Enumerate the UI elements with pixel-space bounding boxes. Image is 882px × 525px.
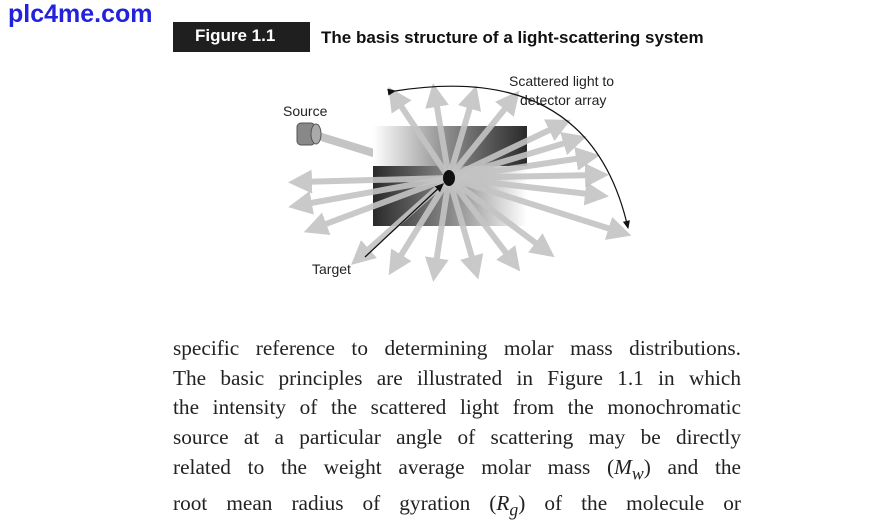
text: related to the weight average molar mass… bbox=[173, 454, 615, 479]
watermark: plc4me.com bbox=[8, 0, 153, 28]
source-beam bbox=[313, 131, 382, 159]
text: root mean radius of gyration ( bbox=[173, 490, 497, 515]
body-line: specific reference to determining molar … bbox=[173, 336, 741, 360]
scattered-rays bbox=[288, 83, 632, 282]
light-scattering-diagram: Source Scattered light to detector array… bbox=[283, 73, 632, 282]
scattered-label-2: detector array bbox=[520, 92, 606, 108]
symbol: R bbox=[496, 490, 510, 515]
body-line: The basic principles are illustrated in … bbox=[173, 365, 741, 390]
figure-label: Figure 1.1 bbox=[173, 22, 310, 52]
subscript: w bbox=[631, 463, 644, 484]
body-line: root mean radius of gyration (Rg) of the… bbox=[173, 489, 741, 525]
symbol: M bbox=[614, 454, 632, 479]
body-text: specific reference to determining molar … bbox=[173, 334, 741, 525]
target-pointer bbox=[364, 183, 444, 258]
text: ) and the bbox=[643, 454, 741, 479]
target-label: Target bbox=[312, 261, 351, 277]
text: ) of the molecule or bbox=[518, 490, 741, 515]
target-particle bbox=[443, 170, 455, 186]
body-line: related to the weight average molar mass… bbox=[173, 453, 741, 489]
subscript: g bbox=[509, 499, 519, 520]
angle-arc bbox=[387, 85, 630, 230]
scattered-label-1: Scattered light to bbox=[509, 73, 614, 89]
figure-title: The basis structure of a light-scatterin… bbox=[321, 28, 704, 47]
body-line: the intensity of the scattered light fro… bbox=[173, 395, 741, 420]
source-label: Source bbox=[283, 103, 328, 119]
source-icon bbox=[296, 122, 322, 146]
body-line: source at a particular angle of scatteri… bbox=[173, 425, 741, 450]
